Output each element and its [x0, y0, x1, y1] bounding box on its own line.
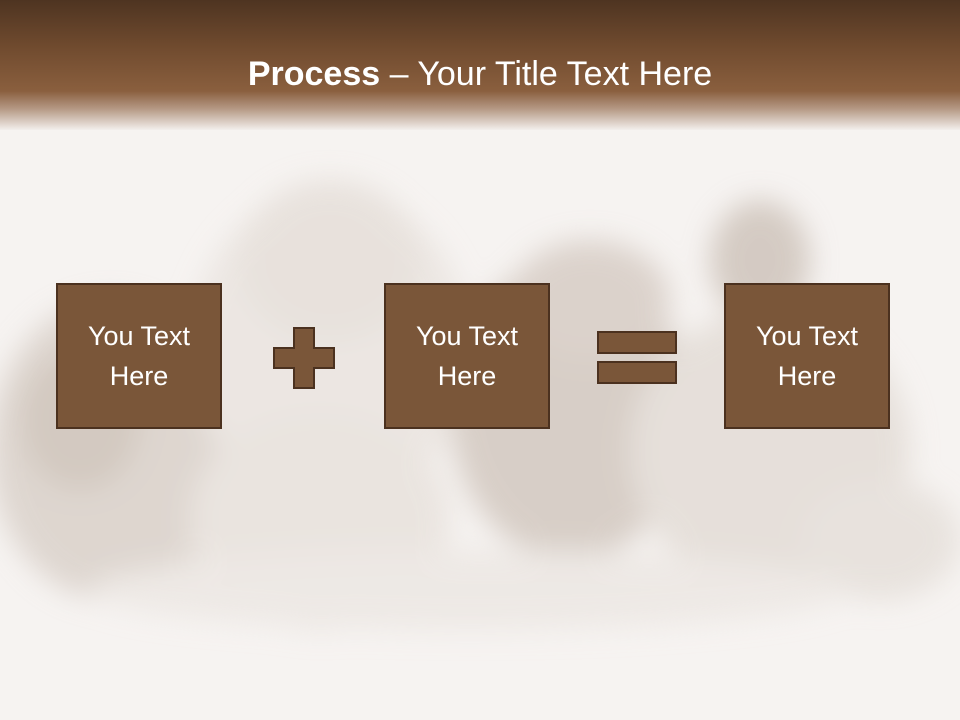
process-box-3-text: You Text Here	[755, 321, 859, 391]
title-rest: – Your Title Text Here	[380, 55, 713, 93]
equals-icon	[597, 331, 677, 384]
kittens-background-image	[0, 180, 960, 630]
title-bold: Process	[247, 55, 381, 93]
process-box-1-text: You Text Here	[87, 321, 191, 391]
process-box-1[interactable]: You Text Here	[56, 283, 222, 429]
process-box-2[interactable]: You Text Here	[384, 283, 550, 429]
header-bar	[0, 0, 960, 130]
plus-icon	[273, 327, 335, 389]
page-title: Process – Your Title Text Here	[0, 52, 960, 96]
process-box-2-text: You Text Here	[415, 321, 519, 391]
process-box-3[interactable]: You Text Here	[724, 283, 890, 429]
